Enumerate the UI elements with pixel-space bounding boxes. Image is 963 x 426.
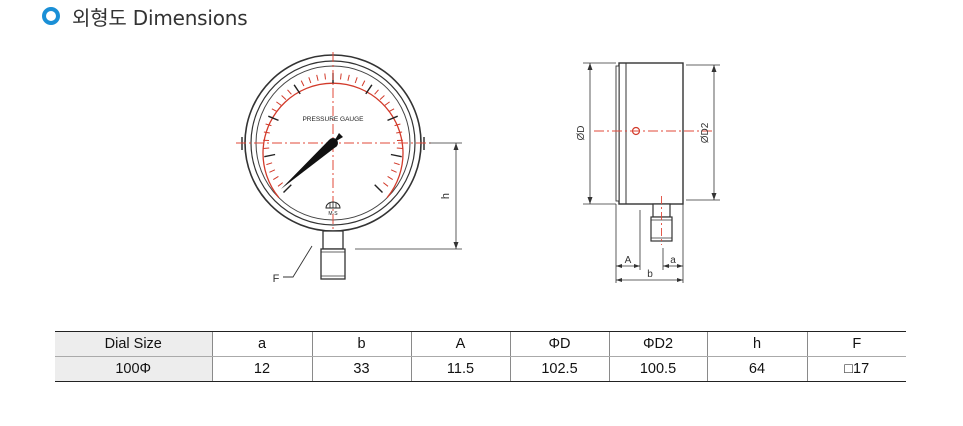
scale-tick [374,184,383,193]
label-h: h [440,193,452,199]
circle-bullet-icon [42,7,60,25]
label-big-a: A [625,255,632,266]
label-d2: ØD2 [700,122,711,143]
scale-tick [396,131,403,134]
scale-tick [281,95,287,100]
scale-tick [268,115,279,122]
section-title: 외형도 Dimensions [72,5,248,30]
scale-tick [382,182,389,187]
gauge-front-view: PRESSURE GAUGE M·S F h [236,52,462,285]
scale-tick [273,175,279,181]
scale-tick [269,169,276,173]
scale-tick [300,80,305,87]
cell-f: □17 [806,356,906,382]
cell-d: 102.5 [509,356,609,382]
svg-text:M·S: M·S [328,211,338,217]
header-h: h [706,331,807,357]
scale-tick [390,169,397,173]
scale-tick [264,153,276,158]
scale-tick [390,153,402,158]
header-d: ΦD [509,331,609,357]
scale-tick [316,74,319,81]
scale-tick [347,74,350,81]
cell-big-a: 11.5 [410,356,510,382]
scale-tick [374,89,379,95]
cell-h: 64 [706,356,807,382]
cell-dial-size: 100Φ [55,356,212,382]
header-d2: ΦD2 [608,331,707,357]
header-dial-size: Dial Size [55,331,212,357]
header-b: b [311,331,411,357]
scale-tick [276,101,282,106]
scale-tick [263,147,270,149]
header-big-a: A [410,331,510,357]
scale-tick [340,73,342,80]
table-row: 100Φ 12 33 11.5 102.5 100.5 64 □17 [55,356,906,382]
gauge-side-view: ØD ØD2 A a b [576,62,720,283]
gauge-face-label: PRESSURE GAUGE [302,116,364,123]
scale-ticks [263,73,403,193]
label-b: b [647,269,653,280]
scale-tick [394,123,401,127]
scale-tick [365,84,373,95]
scale-tick [387,115,398,122]
scale-tick [283,184,292,193]
label-d: ØD [576,126,587,141]
scale-tick [277,182,284,187]
table-header-row: Dial Size a b A ΦD ΦD2 h F [55,331,906,357]
scale-tick [263,131,270,134]
scale-tick [396,147,403,149]
scale-tick [324,73,326,80]
label-small-a: a [670,255,676,266]
scale-tick [384,101,390,106]
scale-tick [379,95,385,100]
scale-tick [388,108,395,113]
scale-tick [293,84,301,95]
scale-tick [354,77,358,84]
scale-tick [361,80,366,87]
dimension-drawing: PRESSURE GAUGE M·S F h [236,52,720,285]
scale-tick [308,77,312,84]
scale-tick [287,89,292,95]
section-header: 외형도 Dimensions [42,4,248,30]
cell-a: 12 [211,356,312,382]
scale-tick [387,175,393,181]
brand-logo: M·S [325,201,341,217]
scale-tick [271,108,278,113]
scale-tick [266,162,273,166]
header-f: F [806,331,906,357]
scale-tick [393,162,400,166]
cell-d2: 100.5 [608,356,707,382]
header-a: a [211,331,312,357]
scale-tick [265,123,272,127]
dimensions-table: Dial Size a b A ΦD ΦD2 h F 100Φ 12 33 11… [55,331,906,382]
label-f: F [273,273,280,285]
cell-b: 33 [311,356,411,382]
